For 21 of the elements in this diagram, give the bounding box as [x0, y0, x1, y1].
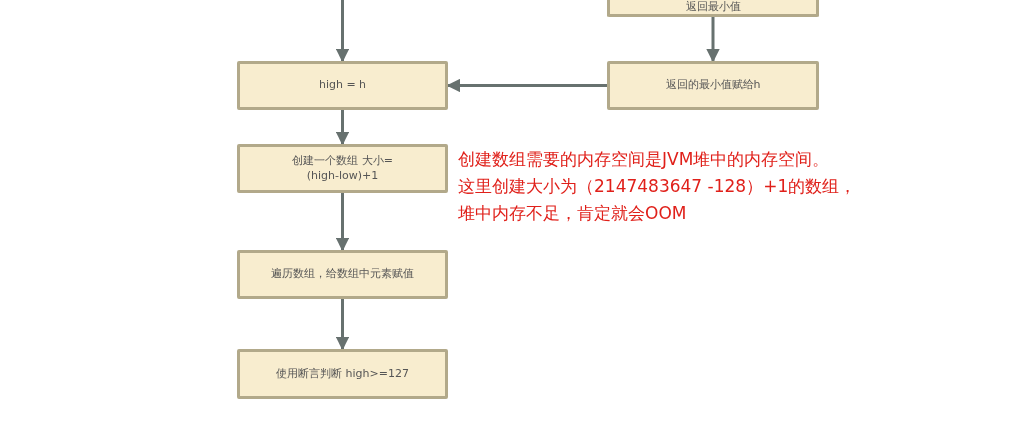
annotation-text: 这里创建大小为（2147483647 -128）+1的数组， — [458, 175, 857, 198]
arrow — [446, 78, 607, 93]
box-text: high = h — [318, 78, 367, 93]
box-text: 遍历数组，给数组中元素赋值 — [271, 267, 414, 282]
arrow — [335, 193, 350, 252]
arrow — [706, 17, 720, 63]
box-text: 使用断言判断 high>=127 — [276, 366, 409, 382]
box-text: 返回最小值 — [685, 0, 741, 14]
process-box — [237, 349, 448, 399]
process-box — [607, 61, 819, 110]
process-box — [237, 61, 448, 110]
process-box — [237, 250, 448, 299]
process-box — [607, 0, 819, 17]
arrow — [335, 0, 350, 63]
box-text: 创建一个数组 大小=(high-low)+1 — [291, 154, 394, 183]
box-text: 返回的最小值赋给h — [665, 78, 761, 93]
process-box — [237, 144, 448, 193]
annotation-text: 堆中内存不足，肯定就会OOM — [458, 202, 687, 225]
arrow — [335, 299, 350, 351]
arrow — [335, 110, 350, 146]
annotation-text: 创建数组需要的内存空间是JVM堆中的内存空间。 — [458, 148, 830, 171]
